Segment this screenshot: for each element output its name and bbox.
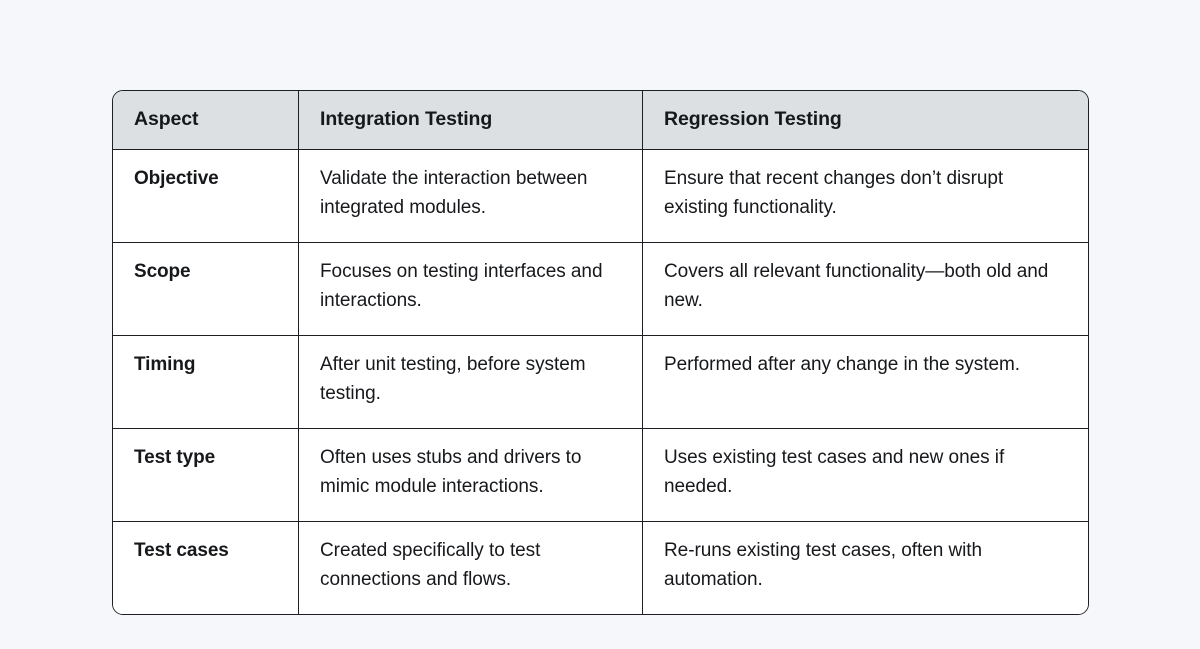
column-header-aspect: Aspect [113, 91, 298, 150]
cell-regression: Ensure that recent changes don’t disrupt… [642, 150, 1088, 242]
table-row: Timing After unit testing, before system… [113, 335, 1088, 428]
cell-regression: Uses existing test cases and new ones if… [642, 428, 1088, 521]
column-header-integration-testing: Integration Testing [298, 91, 642, 150]
cell-aspect: Test type [113, 428, 298, 521]
cell-regression: Covers all relevant functionality—both o… [642, 242, 1088, 335]
table-row: Test type Often uses stubs and drivers t… [113, 428, 1088, 521]
cell-integration: Often uses stubs and drivers to mimic mo… [298, 428, 642, 521]
comparison-table: Aspect Integration Testing Regression Te… [112, 90, 1089, 615]
cell-regression: Performed after any change in the system… [642, 335, 1088, 428]
table-header-row: Aspect Integration Testing Regression Te… [113, 91, 1088, 150]
cell-aspect: Test cases [113, 521, 298, 614]
cell-regression: Re-runs existing test cases, often with … [642, 521, 1088, 614]
table-header: Aspect Integration Testing Regression Te… [113, 91, 1088, 150]
column-header-regression-testing: Regression Testing [642, 91, 1088, 150]
cell-aspect: Timing [113, 335, 298, 428]
cell-integration: Focuses on testing interfaces and intera… [298, 242, 642, 335]
table-row: Scope Focuses on testing interfaces and … [113, 242, 1088, 335]
table-body: Objective Validate the interaction betwe… [113, 150, 1088, 614]
cell-integration: Created specifically to test connections… [298, 521, 642, 614]
table-row: Objective Validate the interaction betwe… [113, 150, 1088, 242]
cell-integration: After unit testing, before system testin… [298, 335, 642, 428]
cell-aspect: Objective [113, 150, 298, 242]
table-row: Test cases Created specifically to test … [113, 521, 1088, 614]
cell-aspect: Scope [113, 242, 298, 335]
comparison-table-container: Aspect Integration Testing Regression Te… [112, 90, 1089, 615]
cell-integration: Validate the interaction between integra… [298, 150, 642, 242]
